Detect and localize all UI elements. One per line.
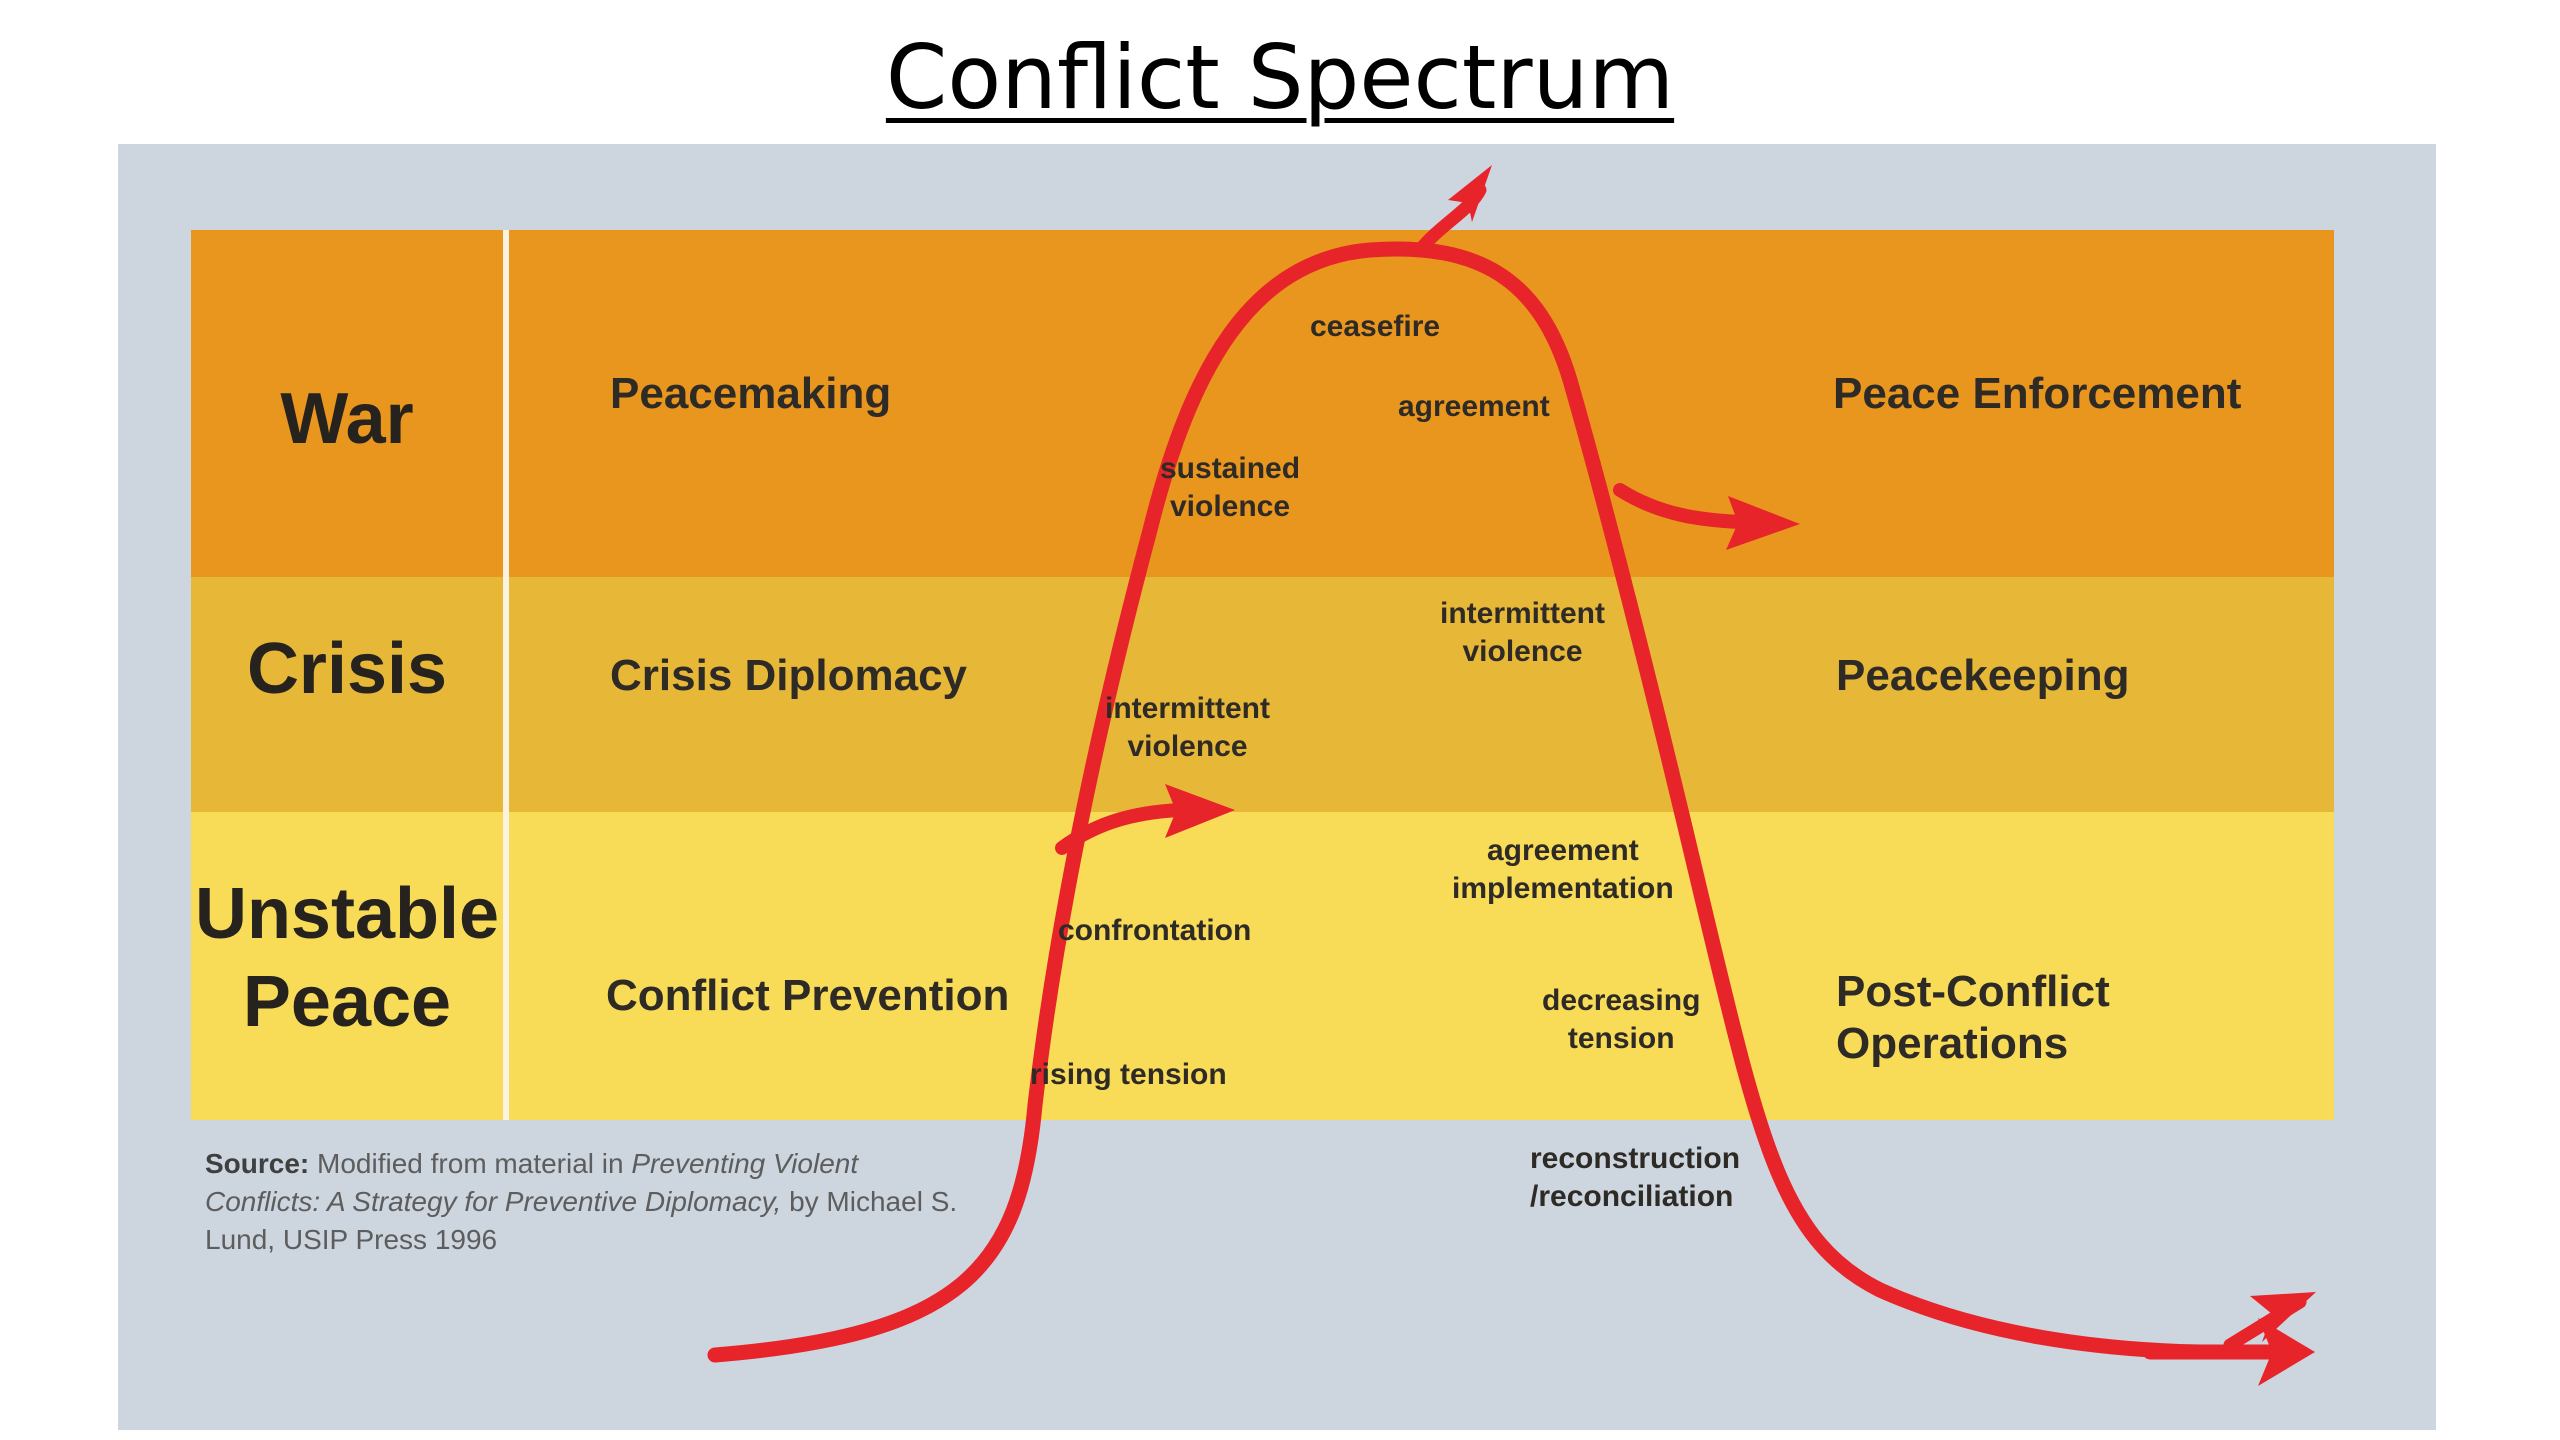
stage-sustained-violence: sustained violence <box>1160 452 1301 523</box>
level-label-crisis: Crisis <box>246 629 448 709</box>
level-label-unstable-peace: Unstable Peace <box>191 870 503 1046</box>
action-post-conflict-line1: Post-Conflict <box>1836 967 2110 1016</box>
action-peace-enforcement: Peace Enforcement <box>1833 369 2242 418</box>
branch-arrow-war-right <box>1613 483 1747 529</box>
conflict-curve <box>707 241 2208 1363</box>
source-label: Source: <box>205 1148 310 1179</box>
level-column-divider <box>503 230 509 1120</box>
action-conflict-prevention: Conflict Prevention <box>606 971 1010 1020</box>
stage-decreasing-tension: decreasing tension <box>1542 984 1701 1055</box>
action-post-conflict-operations: Post-Conflict Operations <box>1836 966 2110 1070</box>
slide-title: Conflict Spectrum <box>885 26 1675 129</box>
level-label-war: War <box>280 379 414 459</box>
branch-arrowhead-war-right <box>1726 496 1800 550</box>
action-peacemaking: Peacemaking <box>610 369 892 418</box>
action-peacekeeping: Peacekeeping <box>1836 651 2130 700</box>
action-crisis-diplomacy: Crisis Diplomacy <box>610 651 968 700</box>
unstable-peace-band <box>191 812 2334 1120</box>
branch-arrowhead-unstable-right <box>1165 784 1235 838</box>
stage-agreement: agreement <box>1398 390 1550 423</box>
stage-agreement-implementation: agreement implementation <box>1452 834 1674 905</box>
source-citation: Source: Modified from material in Preven… <box>205 1145 965 1259</box>
level-label-unstable-line1: Unstable <box>194 874 500 954</box>
crisis-band <box>191 577 2334 812</box>
action-post-conflict-line2: Operations <box>1836 1019 2069 1068</box>
stage-intermittent-violence-rising: intermittent violence <box>1105 692 1270 763</box>
stage-confrontation: confrontation <box>1058 914 1252 947</box>
branch-arrowhead-top <box>1448 165 1492 222</box>
stage-ceasefire: ceasefire <box>1310 310 1441 343</box>
curve-arrowhead-down-right-upper <box>2250 1292 2316 1342</box>
source-text-before: Modified from material in <box>317 1148 624 1179</box>
stage-rising-tension: rising tension <box>1030 1058 1227 1091</box>
stage-intermittent-violence-falling: intermittent violence <box>1440 597 1605 668</box>
curve-arrowhead-down-right <box>2258 1318 2315 1386</box>
level-label-unstable-line2: Peace <box>242 962 452 1042</box>
source-title: Preventing Violent Conflicts: A Strategy… <box>205 1148 859 1217</box>
stage-reconstruction-reconciliation: reconstruction /reconciliation <box>1530 1142 1741 1213</box>
branch-arrow-unstable-right <box>1055 803 1187 855</box>
source-text-after: by Michael S. Lund, USIP Press 1996 <box>205 1186 958 1255</box>
